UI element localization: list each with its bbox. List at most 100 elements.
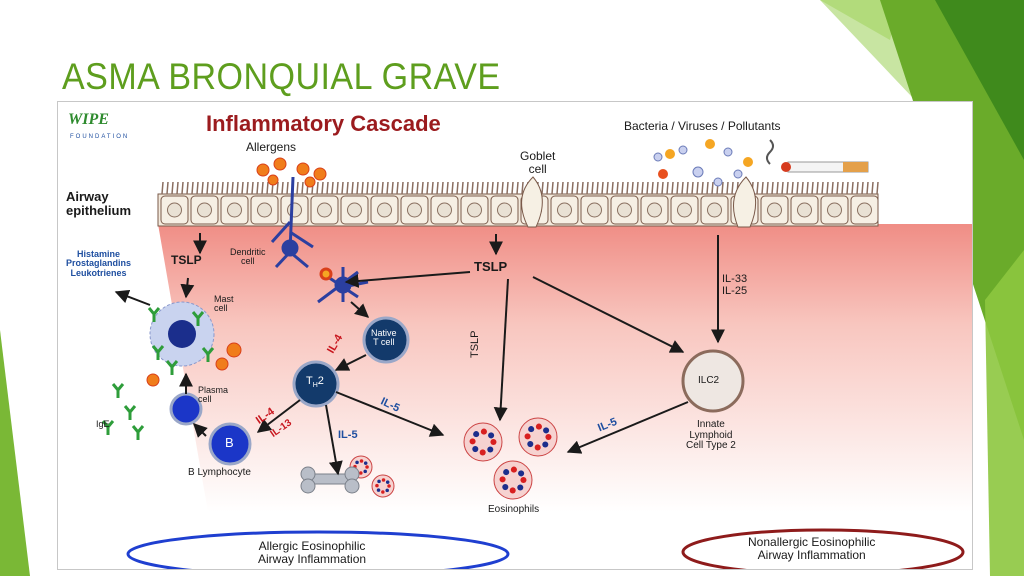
cilium (406, 181, 409, 195)
cilium (416, 181, 419, 195)
epithelial-nucleus (467, 202, 482, 218)
goblet-cell-2 (733, 176, 757, 228)
cilium (351, 181, 354, 195)
airway-epithelium-label: Airway epithelium (66, 189, 132, 218)
eosinophil-granule (387, 484, 391, 488)
cilium (756, 181, 759, 195)
cilium (476, 181, 479, 195)
deco-darkest-green (935, 0, 1024, 160)
cilium (461, 181, 464, 195)
cilium (346, 181, 349, 195)
cilium (871, 181, 874, 195)
eosinophil-granule (542, 441, 549, 448)
cilium (281, 181, 284, 195)
cilium (241, 181, 244, 195)
eosinophil-group (349, 417, 558, 500)
inflammatory-cascade-figure: WIPE FOUNDATION Inflammatory Cascade Bac… (57, 101, 973, 570)
slide-title: ASMA BRONQUIAL GRAVE (62, 56, 501, 97)
il33-il25-label: IL-33 IL-25 (722, 273, 748, 297)
logo-subtext: FOUNDATION (70, 134, 130, 140)
cigarette-icon (766, 139, 869, 173)
cilium (681, 181, 684, 195)
ilc2-description: Innate Lymphoid Cell Type 2 (686, 419, 736, 451)
cilium (861, 181, 864, 195)
eosinophil-granule (377, 479, 381, 484)
allergen-free (146, 373, 160, 387)
nonallergic-pathway-label: Nonallergic Eosinophilic Airway Inflamma… (748, 535, 876, 562)
cilium (631, 181, 634, 195)
cilium (771, 181, 774, 195)
cilium (686, 181, 689, 195)
tslp-center-label: TSLP (474, 259, 508, 274)
epithelial-nucleus (167, 202, 182, 218)
cilium (251, 181, 254, 195)
allergic-ellipse (126, 530, 510, 569)
cilium (601, 181, 604, 195)
airway-epithelium (157, 193, 879, 227)
cilium (701, 181, 704, 195)
eosinophil-granule (524, 433, 531, 440)
nonallergic-ellipse (681, 528, 965, 569)
cilium (506, 181, 509, 195)
cilium (671, 181, 674, 195)
cilium (341, 181, 344, 195)
cilium (361, 181, 364, 195)
cilium (456, 181, 459, 195)
cilium (301, 181, 304, 195)
diagram-graphics (101, 139, 972, 569)
submucosa-tissue (158, 224, 972, 512)
eosinophil-granule (473, 431, 480, 438)
cilium (866, 181, 869, 195)
cilium (446, 181, 449, 195)
cilium (876, 181, 879, 195)
cilium (261, 181, 264, 195)
cilium (856, 181, 859, 195)
allergen-particles (256, 157, 327, 188)
eosinophil-granule (472, 446, 479, 453)
eosinophil-granule (534, 444, 541, 451)
cilium (491, 181, 494, 195)
cilium (211, 181, 214, 195)
cilium (486, 181, 489, 195)
cilium (196, 181, 199, 195)
cilium (421, 181, 424, 195)
cilium (201, 181, 204, 195)
allergic-pathway-label: Allergic Eosinophilic Airway Inflammatio… (258, 539, 367, 566)
ige-y-shape (123, 405, 137, 420)
cilium (596, 181, 599, 195)
eosinophil-granule (528, 426, 535, 433)
eosinophil-granule (359, 459, 364, 463)
cilium (481, 181, 484, 195)
eosinophil-granule (509, 487, 516, 494)
cilium (841, 181, 844, 195)
epithelial-nucleus (857, 202, 872, 218)
tslp-left-label: TSLP (171, 253, 202, 267)
epithelial-nucleus (557, 202, 572, 218)
cilium (786, 181, 789, 195)
cilium (256, 181, 259, 195)
deco-right-green (985, 250, 1024, 576)
cilium (666, 181, 669, 195)
eosinophil-granule (502, 484, 509, 491)
ige-y-shape (165, 360, 179, 375)
cilium (556, 181, 559, 195)
cilium (836, 181, 839, 195)
cilium (581, 181, 584, 195)
cilium (641, 181, 644, 195)
plasma-cell-label: Plasma cell (198, 385, 229, 405)
dendritic-cell-in-epithelium (270, 176, 314, 269)
cilium (551, 181, 554, 195)
cilium (316, 181, 319, 195)
epithelial-nucleus (437, 202, 452, 218)
eosinophil-granule (535, 423, 542, 430)
cilium (846, 181, 849, 195)
ige-antibodies (101, 307, 215, 440)
mast-cell (149, 301, 215, 367)
cilium (766, 181, 769, 195)
th2-sub: H (312, 382, 318, 390)
b-cell (208, 422, 252, 466)
epithelial-nucleus (797, 202, 812, 218)
cilium (436, 181, 439, 195)
ige-y-shape (111, 383, 125, 398)
epithelial-nucleus (377, 202, 392, 218)
